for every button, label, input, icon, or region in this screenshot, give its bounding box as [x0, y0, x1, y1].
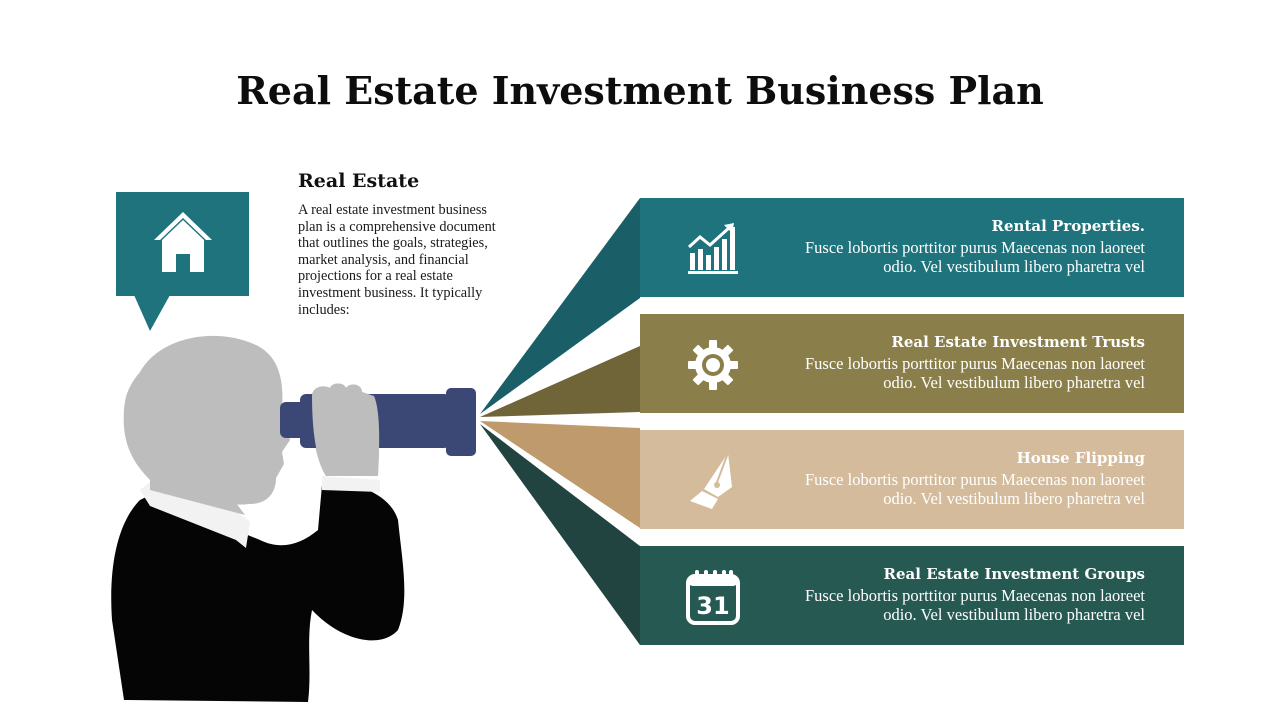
- item-card-reit: Real Estate Investment Trusts Fusce lobo…: [640, 314, 1184, 413]
- item-title: House Flipping: [1016, 449, 1145, 467]
- shirt-cuff: [322, 476, 380, 492]
- item-card-flipping: House Flipping Fusce lobortis porttitor …: [640, 430, 1184, 529]
- item-title: Real Estate Investment Groups: [883, 565, 1145, 583]
- calendar-icon: 31: [684, 568, 742, 626]
- page-title: Real Estate Investment Business Plan: [236, 68, 1044, 113]
- item-description: Fusce lobortis porttitor purus Maecenas …: [805, 586, 1145, 624]
- telescope-lens: [446, 388, 476, 456]
- intro-heading: Real Estate: [298, 170, 420, 192]
- item-description: Fusce lobortis porttitor purus Maecenas …: [805, 238, 1145, 276]
- item-description: Fusce lobortis porttitor purus Maecenas …: [805, 470, 1145, 508]
- intro-body: A real estate investment business plan i…: [298, 202, 496, 318]
- speech-bubble-tail: [134, 295, 170, 331]
- beam-2: [480, 346, 640, 417]
- growth-chart-icon: [684, 220, 742, 278]
- gear-icon: [684, 336, 742, 394]
- suit: [111, 485, 405, 702]
- head: [123, 335, 291, 505]
- speech-bubble: [116, 192, 249, 296]
- item-title: Rental Properties.: [991, 217, 1145, 235]
- person-silhouette: [111, 335, 405, 702]
- item-card-groups: 31 Real Estate Investment Groups Fusce l…: [640, 546, 1184, 645]
- house-icon: [152, 210, 214, 278]
- calendar-day: 31: [696, 592, 729, 620]
- beam-1: [480, 198, 640, 414]
- item-title: Real Estate Investment Trusts: [891, 333, 1145, 351]
- fingers: [312, 383, 380, 476]
- beam-4: [480, 424, 640, 645]
- pen-nib-icon: [684, 452, 742, 510]
- beam-3: [480, 421, 640, 528]
- shirt-collar: [140, 482, 250, 548]
- item-description: Fusce lobortis porttitor purus Maecenas …: [805, 354, 1145, 392]
- item-card-rental: Rental Properties. Fusce lobortis portti…: [640, 198, 1184, 297]
